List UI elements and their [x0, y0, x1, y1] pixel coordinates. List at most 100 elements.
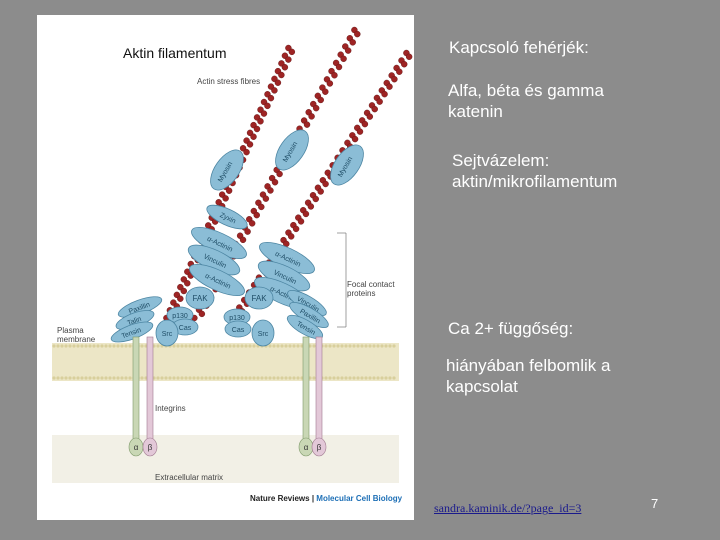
membrane-lipid-head [140, 344, 143, 347]
membrane-lipid-head [252, 344, 255, 347]
membrane-lipid-head [212, 376, 215, 379]
membrane-lipid-head [268, 344, 271, 347]
membrane-lipid-head [128, 376, 131, 379]
membrane-lipid-head [376, 376, 379, 379]
membrane-lipid-head [80, 344, 83, 347]
membrane-lipid-head [272, 376, 275, 379]
actin-monomer [258, 204, 264, 210]
membrane-lipid-head [92, 376, 95, 379]
actin-monomer [327, 80, 333, 86]
membrane-lipid-head [100, 376, 103, 379]
actin-monomer [264, 103, 270, 109]
membrane-lipid-head [376, 344, 379, 347]
membrane-lipid-head [176, 376, 179, 379]
membrane-lipid-head [204, 344, 207, 347]
membrane-lipid-head [248, 344, 251, 347]
membrane-lipid-head [72, 376, 75, 379]
membrane-lipid-head [180, 376, 183, 379]
source-link[interactable]: sandra.kaminik.de/?page_id=3 [434, 501, 581, 516]
membrane-lipid-head [140, 376, 143, 379]
membrane-lipid-head [88, 344, 91, 347]
actin-monomer [336, 64, 342, 70]
membrane-lipid-head [156, 344, 159, 347]
text-cytoskeleton: Sejtvázelem: aktin/mikrofilamentum [452, 150, 617, 192]
membrane-lipid-head [356, 376, 359, 379]
membrane-lipid-head [296, 344, 299, 347]
actin-monomer [391, 76, 397, 82]
actin-monomer [268, 95, 274, 101]
actin-monomer [263, 196, 269, 202]
membrane-lipid-head [276, 344, 279, 347]
membrane-lipid-head [324, 344, 327, 347]
page-number: 7 [651, 496, 658, 511]
membrane-lipid-head [204, 376, 207, 379]
actin-monomer [308, 203, 314, 209]
membrane-lipid-head [68, 376, 71, 379]
membrane-lipid-head [288, 344, 291, 347]
membrane-lipid-head [76, 376, 79, 379]
actin-monomer [261, 111, 267, 117]
integrin-alpha-label: α [304, 443, 309, 452]
actin-monomer [304, 122, 310, 128]
membrane-lipid-head [312, 376, 315, 379]
membrane-lipid-head [60, 376, 63, 379]
membrane-lipid-head [336, 344, 339, 347]
integrin-beta-label: β [148, 443, 153, 452]
credit-journal: Nature Reviews [250, 494, 310, 503]
membrane-lipid-head [312, 344, 315, 347]
fak-label: FAK [251, 294, 267, 303]
membrane-lipid-head [192, 376, 195, 379]
membrane-lipid-head [76, 344, 79, 347]
membrane-lipid-head [128, 344, 131, 347]
actin-monomer [357, 129, 363, 135]
extracellular-matrix-band [52, 435, 399, 483]
membrane-lipid-head [96, 376, 99, 379]
membrane-lipid-head [224, 344, 227, 347]
membrane-lipid-head [292, 376, 295, 379]
actin-monomer [372, 106, 378, 112]
membrane-lipid-head [172, 344, 175, 347]
membrane-lipid-head [196, 344, 199, 347]
membrane-lipid-head [364, 376, 367, 379]
membrane-lipid-head [328, 376, 331, 379]
membrane-lipid-head [332, 376, 335, 379]
actin-monomer [199, 311, 205, 317]
membrane-lipid-head [236, 376, 239, 379]
membrane-lipid-head [196, 376, 199, 379]
membrane-lipid-head [372, 344, 375, 347]
actin-monomer [331, 72, 337, 78]
heading-linker-proteins: Kapcsoló fehérjék: [449, 37, 589, 58]
membrane-lipid-head [216, 344, 219, 347]
membrane-lipid-head [236, 344, 239, 347]
membrane-lipid-head [188, 344, 191, 347]
membrane-lipid-head [160, 376, 163, 379]
focal-adhesion-diagram: MyosinMyosinMyosinZyxinα-ActininVinculin… [37, 15, 414, 520]
actin-monomer [318, 97, 324, 103]
membrane-lipid-head [220, 376, 223, 379]
membrane-lipid-head [116, 376, 119, 379]
membrane-lipid-head [392, 344, 395, 347]
actin-monomer [362, 121, 368, 127]
membrane-lipid-head [120, 344, 123, 347]
membrane-lipid-head [336, 376, 339, 379]
integrin-beta-label: β [317, 443, 322, 452]
p130cas-label: Cas [179, 325, 192, 332]
membrane-lipid-head [80, 376, 83, 379]
membrane-lipid-head [332, 344, 335, 347]
membrane-lipid-head [84, 344, 87, 347]
membrane-lipid-head [384, 344, 387, 347]
actin-monomer [350, 39, 356, 45]
actin-monomer [244, 149, 250, 155]
membrane-lipid-head [356, 344, 359, 347]
actin-monomer [345, 48, 351, 54]
actin-monomer [226, 188, 232, 194]
membrane-lipid-head [344, 376, 347, 379]
membrane-lipid-head [232, 376, 235, 379]
membrane-lipid-head [388, 376, 391, 379]
actin-monomer [245, 229, 251, 235]
actin-monomer [247, 141, 253, 147]
actin-monomer [354, 31, 360, 37]
membrane-lipid-head [228, 344, 231, 347]
membrane-lipid-head [100, 344, 103, 347]
